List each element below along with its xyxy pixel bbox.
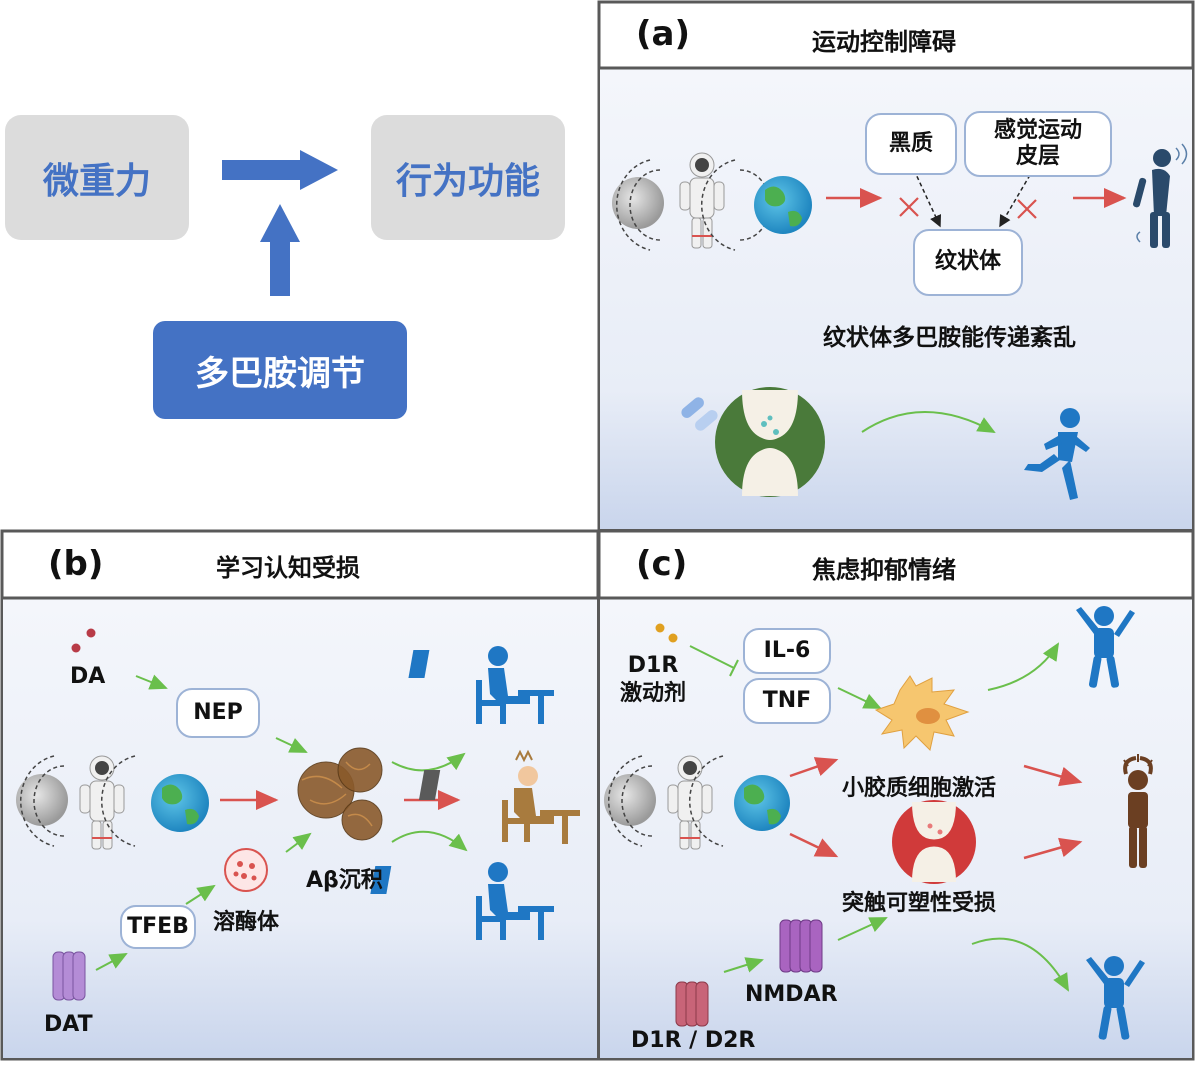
behavior-box: 行为功能 xyxy=(371,115,565,240)
earth-icon xyxy=(151,774,209,832)
person-at-desk-icon xyxy=(370,862,554,940)
dashed-arrow-substantia xyxy=(913,169,942,228)
arrow-up-blue xyxy=(260,204,300,296)
receptor-d1r-d2r-icon xyxy=(675,981,709,1027)
happy-person-icon xyxy=(1076,606,1135,688)
tfeb-box: TFEB xyxy=(120,905,196,949)
tnf-label: TNF xyxy=(762,687,812,713)
striatum-box: 纹状体 xyxy=(913,229,1023,296)
arrow-green-b4 xyxy=(391,830,468,852)
sensorimotor-cortex-box: 感觉运动皮层 xyxy=(964,111,1112,177)
cross-icon xyxy=(1017,199,1037,219)
arrow-green-c3 xyxy=(723,957,764,973)
il6-label: IL-6 xyxy=(763,637,811,663)
person-at-desk-icon xyxy=(408,646,554,724)
earth-icon xyxy=(754,176,812,234)
lysosome-label: 溶酶体 xyxy=(213,910,280,935)
panel-b-letter: (b) xyxy=(48,544,104,584)
il6-box: IL-6 xyxy=(743,628,831,674)
microgravity-scene-c xyxy=(604,755,790,850)
synapse-red-icon xyxy=(892,800,976,884)
microglia-icon xyxy=(874,675,970,751)
nep-box: NEP xyxy=(176,688,260,738)
running-person-icon xyxy=(1024,408,1090,500)
panel-a-title: 运动控制障碍 xyxy=(812,28,956,56)
nmdar-icon xyxy=(779,919,823,973)
arrow-red-c1 xyxy=(789,757,839,778)
panel-b-title: 学习认知受损 xyxy=(216,554,360,582)
dopamine-dot-icon xyxy=(86,628,96,638)
arrow-green-c1 xyxy=(837,687,882,709)
astronaut-icon xyxy=(679,152,725,249)
earth-icon xyxy=(734,775,790,831)
panel-c-title: 焦虑抑郁情绪 xyxy=(812,556,956,584)
tfeb-label: TFEB xyxy=(127,913,189,939)
panel-a-frame xyxy=(597,0,1195,532)
astronaut-icon xyxy=(79,755,125,850)
panel-a-letter: (a) xyxy=(636,14,691,54)
arrow-green-b5 xyxy=(95,953,128,971)
arrow-green-c2 xyxy=(987,642,1060,691)
panel-a-caption: 纹状体多巴胺能传递紊乱 xyxy=(823,325,1076,351)
tnf-box: TNF xyxy=(743,678,831,724)
microgravity-label: 微重力 xyxy=(42,160,151,202)
striatum-label: 纹状体 xyxy=(934,249,1001,275)
arrow-green-b7 xyxy=(285,832,312,853)
arrow-green-c5 xyxy=(971,937,1069,992)
dat-label: DAT xyxy=(44,1012,93,1037)
synapse-icon xyxy=(715,387,825,497)
d1r-agonist-label: D1R 激动剂 xyxy=(620,653,687,706)
pill-icon xyxy=(681,397,718,431)
amyloid-plaque-icon xyxy=(297,747,383,841)
panel-c-letter: (c) xyxy=(636,544,688,584)
synaptic-label: 突触可塑性受损 xyxy=(842,891,997,916)
moon-icon xyxy=(612,177,664,229)
dopamine-regulation-label: 多巴胺调节 xyxy=(195,353,365,394)
moon-icon xyxy=(604,774,656,826)
happy-person-icon xyxy=(1086,956,1145,1040)
d1r-d2r-label: D1R / D2R xyxy=(631,1028,756,1053)
dopamine-dot-icon xyxy=(71,643,81,653)
arrow-green-b1 xyxy=(135,674,168,690)
nep-label: NEP xyxy=(193,699,243,725)
microglia-label: 小胶质细胞激活 xyxy=(842,776,997,801)
microgravity-scene-b xyxy=(16,755,209,850)
arrow-red-c3 xyxy=(1023,764,1083,787)
impaired-person-icon xyxy=(1133,143,1188,248)
dat-transporter-icon xyxy=(52,951,86,1001)
lysosome-icon xyxy=(224,848,268,892)
arrow-red-c2 xyxy=(789,832,839,858)
arrow-green-c4 xyxy=(837,917,888,941)
cross-icon xyxy=(899,197,919,217)
substantia-nigra-label: 黑质 xyxy=(888,130,933,156)
dashed-arrow-cortex xyxy=(999,174,1031,228)
da-label: DA xyxy=(70,664,106,689)
moon-icon xyxy=(16,774,68,826)
agonist-dot-icon xyxy=(668,633,678,643)
behavior-label: 行为功能 xyxy=(395,160,540,202)
arrow-right-blue xyxy=(222,150,338,190)
nmdar-label: NMDAR xyxy=(745,982,838,1007)
sensorimotor-cortex-label: 感觉运动皮层 xyxy=(993,117,1082,169)
anxious-person-icon xyxy=(1123,754,1153,868)
arrow-green-a xyxy=(861,411,996,433)
astronaut-icon xyxy=(667,755,713,850)
arrow-green-b2 xyxy=(275,737,308,753)
dopamine-regulation-box: 多巴胺调节 xyxy=(153,321,407,419)
abeta-label: Aβ沉积 xyxy=(306,868,383,893)
arrow-green-b6 xyxy=(185,884,216,905)
substantia-nigra-box: 黑质 xyxy=(865,113,957,175)
microgravity-box: 微重力 xyxy=(5,115,189,240)
arrow-red-c4 xyxy=(1023,837,1083,860)
agonist-dot-icon xyxy=(655,623,665,633)
inhibit-line xyxy=(689,645,739,677)
stressed-person-at-desk-icon xyxy=(418,749,580,844)
microgravity-scene-a xyxy=(612,152,812,251)
